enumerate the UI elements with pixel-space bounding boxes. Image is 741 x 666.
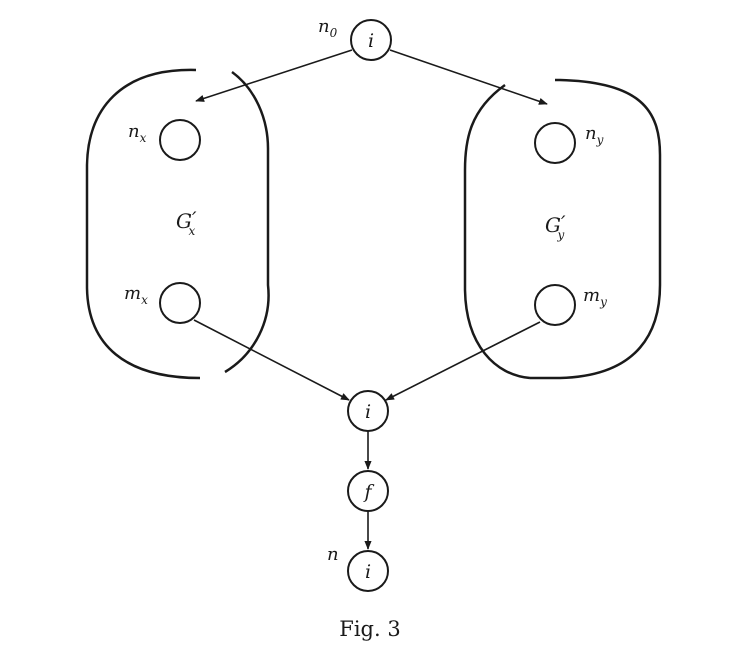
node-my [534,284,576,326]
node-mx-label: mx [124,283,148,307]
node-ny [534,122,576,164]
subgraph-left-label: G′x [176,207,197,238]
node-bottom-label: n [327,544,339,565]
node-top [350,19,392,61]
subgraph-left-outline-side [85,68,201,380]
node-ny-label: ny [585,123,604,147]
node-nx [159,119,201,161]
node-mx [159,282,201,324]
subgraph-right-outline [463,83,531,380]
subgraph-right-label: G′y [545,211,566,242]
node-top-symbol: i [368,30,374,52]
node-bottom-symbol: i [365,561,371,583]
edge-mx-to-join [193,319,350,401]
figure-caption: Fig. 3 [339,617,400,641]
subgraph-right-outline-side [530,78,662,380]
edge-my-to-join [385,321,541,401]
node-bottom [347,550,389,592]
edge-top-to-nx [195,49,353,102]
edge-top-to-ny [389,49,548,105]
node-func-symbol: f [362,481,374,503]
node-func [347,470,389,512]
subgraph-left-outline [224,70,270,374]
node-join [347,390,389,432]
node-nx-label: nx [128,121,147,145]
node-my-label: my [583,285,607,309]
node-join-symbol: i [365,401,371,423]
node-top-label: n0 [318,16,338,40]
